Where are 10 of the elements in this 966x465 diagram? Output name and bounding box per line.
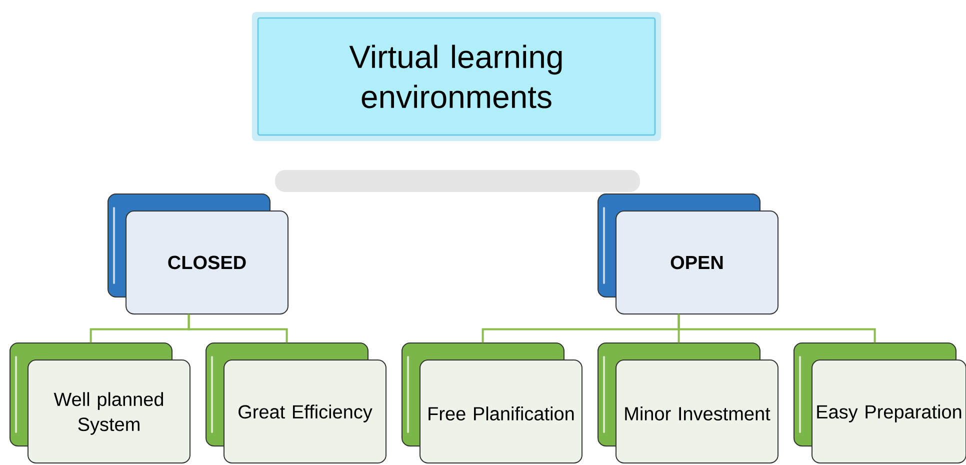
title-box: Virtual learning environments [252,12,661,141]
connector-line [188,314,288,343]
feature-box: Great Efficiency [206,342,386,464]
category-box: OPEN [598,194,778,314]
feature-box: Well planned System [10,342,190,464]
category-box: CLOSED [108,194,288,314]
feature-box: Easy Preparation [794,342,966,464]
feature-box: Minor Investment [598,342,778,464]
feature-box: Free Planification [402,342,582,464]
connector-line [678,314,876,343]
